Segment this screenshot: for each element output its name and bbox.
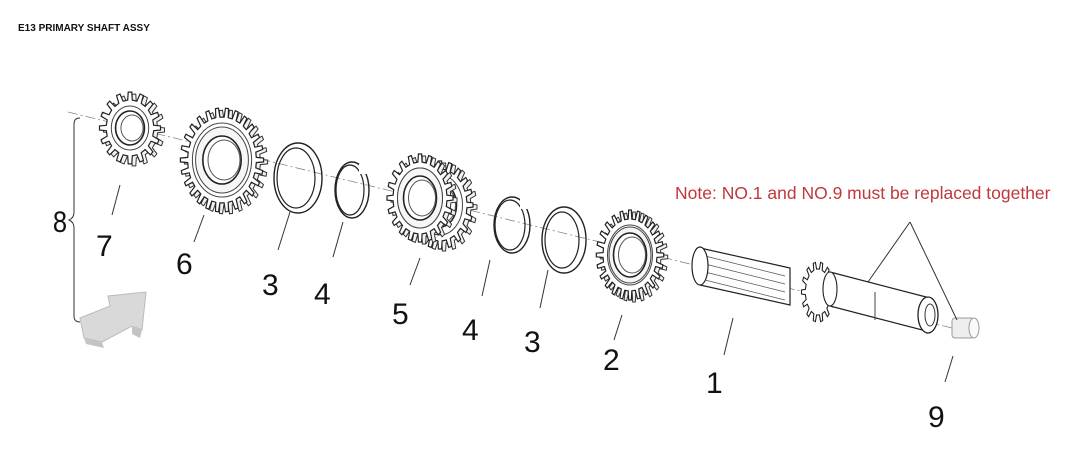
shaft-spline <box>704 279 786 301</box>
replacement-note: Note: NO.1 and NO.9 must be replaced tog… <box>675 183 1051 203</box>
callout-2: 2 <box>603 344 620 377</box>
gear-bore-inner <box>207 139 241 181</box>
leader-line <box>539 269 549 309</box>
callout-3: 3 <box>262 269 279 302</box>
leader-line <box>613 314 623 341</box>
leader-line <box>277 211 291 251</box>
ring-inner <box>544 211 580 269</box>
leader-line <box>481 259 491 297</box>
callout-9: 9 <box>928 401 945 434</box>
callout-8: 8 <box>53 205 67 238</box>
gear-bore <box>202 135 243 185</box>
shaft-splined-section <box>699 247 791 306</box>
gear-bore <box>114 110 146 146</box>
bushing-9 <box>951 317 980 339</box>
gear-bore-inner <box>120 114 144 142</box>
callout-3: 3 <box>524 326 541 359</box>
ring-outer <box>541 206 587 274</box>
leader-line <box>332 221 344 258</box>
gear-6 <box>179 107 269 215</box>
shaft-end <box>691 246 709 286</box>
gear-5 <box>386 153 458 245</box>
gear-hub-ring <box>110 105 150 151</box>
callout-6: 6 <box>176 248 193 281</box>
shaft-spline <box>704 255 786 277</box>
gear-7 <box>98 91 165 167</box>
thrust-washer-3 <box>541 206 587 274</box>
thrust-washer-3 <box>273 142 323 214</box>
primary-shaft-1 <box>691 246 939 334</box>
circlip-4 <box>493 196 531 254</box>
callout-5: 5 <box>392 298 409 331</box>
gear-bore-inner <box>408 179 436 217</box>
bushing-face <box>968 317 980 339</box>
shaft-body <box>829 271 931 333</box>
shaft-spline <box>704 271 786 293</box>
direction-arrow-icon <box>79 291 147 348</box>
callout-4: 4 <box>462 314 479 347</box>
diagram-title: E13 PRIMARY SHAFT ASSY <box>18 23 150 34</box>
gear-hub-ring <box>607 224 653 286</box>
ring-outer <box>273 142 323 214</box>
shaft-spline <box>704 263 786 285</box>
ring-outer <box>493 196 531 254</box>
ring-inner <box>494 199 526 251</box>
circlip-4 <box>334 161 370 219</box>
callout-4: 4 <box>314 278 331 311</box>
leader-line <box>909 221 958 321</box>
leader-line <box>111 184 121 216</box>
assembly-bracket <box>67 117 81 323</box>
ring-inner <box>335 164 365 216</box>
leader-line <box>723 317 734 356</box>
callout-1: 1 <box>706 367 723 400</box>
ring-inner <box>276 147 316 209</box>
callout-7: 7 <box>96 230 113 263</box>
circlip-gap <box>520 199 528 209</box>
gear-bore-inner <box>618 236 646 274</box>
leader-line <box>944 355 954 383</box>
leader-line <box>409 257 421 286</box>
circlip-gap <box>359 164 367 174</box>
shaft-shoulder <box>822 271 838 307</box>
gear-2 <box>595 209 669 303</box>
leader-line <box>867 221 911 283</box>
shaft-tip-bore <box>924 303 936 327</box>
ring-outer <box>334 161 370 219</box>
leader-line <box>193 214 205 243</box>
gear-hub-ring <box>191 122 253 198</box>
